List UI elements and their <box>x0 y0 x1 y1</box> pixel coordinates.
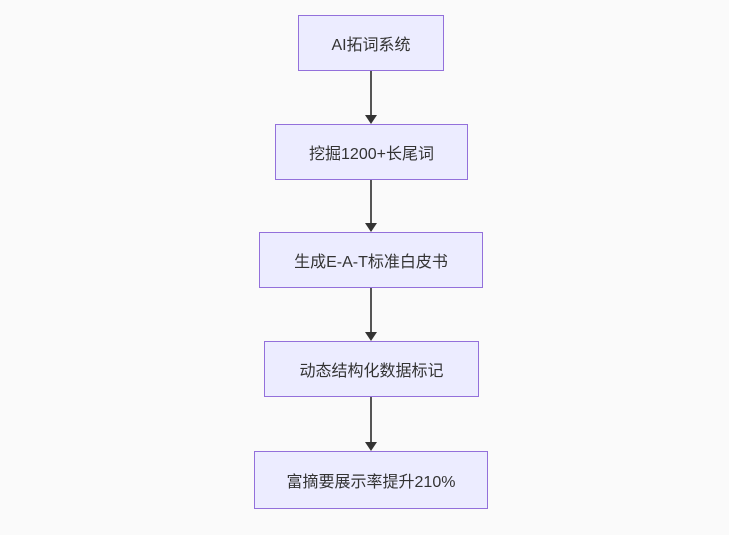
edge-line <box>370 397 372 442</box>
arrowhead-icon <box>365 115 377 124</box>
flow-node-rich-snippet-rate: 富摘要展示率提升210% <box>254 451 488 509</box>
arrow-down-edge-2 <box>365 180 377 232</box>
arrowhead-icon <box>365 442 377 451</box>
flow-node-ai-keyword-system: AI拓词系统 <box>298 15 444 71</box>
flow-node-structured-data-markup: 动态结构化数据标记 <box>264 341 479 397</box>
arrow-down-edge-1 <box>365 71 377 124</box>
edge-line <box>370 288 372 332</box>
edge-line <box>370 180 372 223</box>
edge-line <box>370 71 372 115</box>
arrowhead-icon <box>365 223 377 232</box>
arrow-down-edge-4 <box>365 397 377 451</box>
arrowhead-icon <box>365 332 377 341</box>
flow-node-eat-whitepaper: 生成E-A-T标准白皮书 <box>259 232 483 288</box>
arrow-down-edge-3 <box>365 288 377 341</box>
flow-node-longtail-mining: 挖掘1200+长尾词 <box>275 124 468 180</box>
